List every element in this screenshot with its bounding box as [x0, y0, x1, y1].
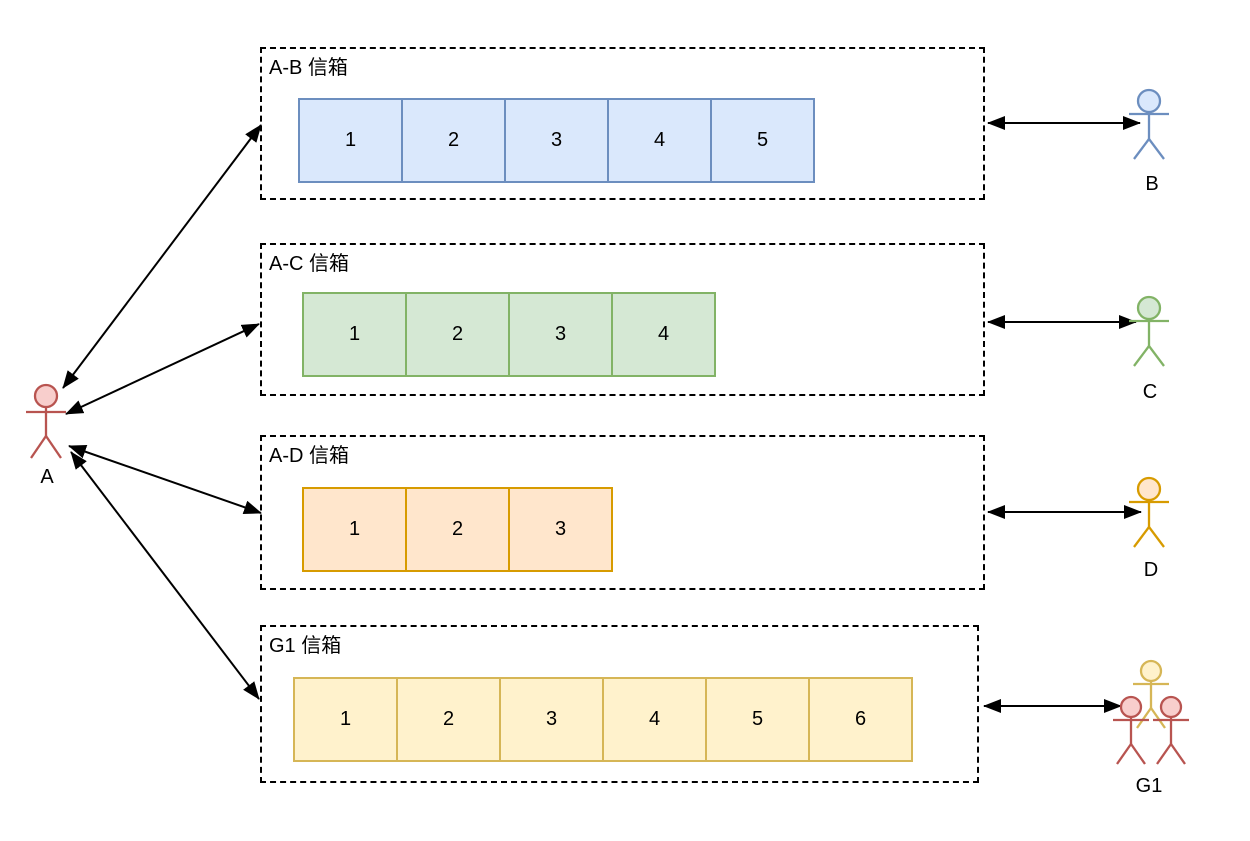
mailbox-ab-frame: A-B 信箱	[260, 47, 985, 200]
actor-c-icon	[1129, 295, 1169, 367]
mailbox-cell: 2	[401, 98, 506, 183]
mailbox-cell: 4	[602, 677, 707, 762]
mailbox-ab-label: A-B 信箱	[269, 57, 348, 79]
mailbox-cell: 3	[508, 487, 613, 572]
actor-c-label: C	[1142, 381, 1158, 403]
actor-g1-label: G1	[1135, 775, 1163, 797]
mailbox-g1-cells: 1 2 3 4 5 6	[293, 677, 913, 762]
mailbox-cell: 1	[298, 98, 403, 183]
actor-a-label: A	[40, 466, 54, 488]
mailbox-ad-label: A-D 信箱	[269, 445, 349, 467]
actor-g1-front-right-icon	[1153, 695, 1189, 765]
mailbox-cell: 2	[405, 292, 510, 377]
mailbox-g1-label: G1 信箱	[269, 635, 342, 657]
arrow-group	[62, 116, 1142, 713]
actor-g1-front-left-icon	[1113, 695, 1149, 765]
mailbox-ac-cells: 1 2 3 4	[302, 292, 716, 377]
actor-g1-back-icon	[1133, 659, 1169, 729]
mailbox-g1-frame: G1 信箱	[260, 625, 979, 783]
mailbox-cell: 4	[607, 98, 712, 183]
mailbox-cell: 3	[508, 292, 613, 377]
actor-b-label: B	[1145, 173, 1159, 195]
mailbox-cell: 4	[611, 292, 716, 377]
mailbox-cell: 6	[808, 677, 913, 762]
mailbox-cell: 1	[302, 292, 407, 377]
mailbox-cell: 2	[396, 677, 501, 762]
mailbox-cell: 2	[405, 487, 510, 572]
actor-d-icon	[1129, 476, 1169, 548]
mailbox-cell: 1	[302, 487, 407, 572]
arrow-a-to-mailbox-ac	[65, 323, 260, 415]
mailbox-cell: 5	[705, 677, 810, 762]
mailbox-cell: 3	[499, 677, 604, 762]
actor-d-label: D	[1143, 559, 1159, 581]
arrow-a-to-mailbox-ab	[62, 124, 262, 389]
mailbox-ad-cells: 1 2 3	[302, 487, 613, 572]
mailbox-cell: 1	[293, 677, 398, 762]
mailbox-cell: 5	[710, 98, 815, 183]
actor-b-icon	[1129, 88, 1169, 160]
mailbox-cell: 3	[504, 98, 609, 183]
arrow-a-to-mailbox-g1	[70, 451, 260, 700]
mailbox-ac-label: A-C 信箱	[269, 253, 349, 275]
arrow-a-to-mailbox-ad	[68, 444, 262, 515]
actor-a-icon	[26, 383, 66, 459]
mailbox-ab-cells: 1 2 3 4 5	[298, 98, 815, 183]
